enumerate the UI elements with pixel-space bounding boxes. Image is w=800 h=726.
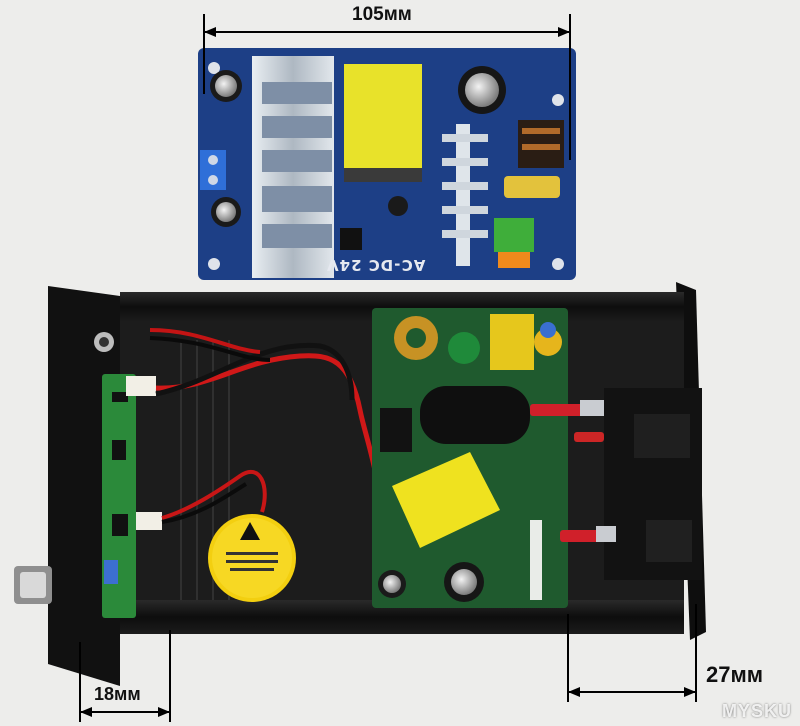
black-enclosure (14, 282, 706, 686)
mounting-hole (552, 258, 564, 270)
dimension-105mm (203, 14, 571, 160)
mounting-hole (552, 94, 564, 106)
dimension-label-top: 105мм (352, 4, 412, 25)
pcb-label (530, 520, 542, 600)
y-capacitor (534, 328, 562, 356)
mosfet (380, 408, 412, 452)
control-pcb (102, 374, 162, 618)
left-heatsink (252, 56, 334, 278)
capacitor (388, 196, 408, 216)
red-wire (161, 469, 267, 520)
crimp-terminal (560, 530, 600, 542)
terminal-levers (498, 252, 530, 268)
mounting-hole (208, 62, 220, 74)
yellow-transformer (344, 64, 422, 168)
black-wire (149, 336, 271, 362)
dimension-18mm (79, 630, 171, 722)
yellow-transformer (392, 452, 500, 548)
mounting-hole (208, 258, 220, 270)
coin-cell-battery (208, 514, 296, 602)
connector (136, 512, 162, 530)
ic-chip (340, 228, 362, 250)
watermark: MYSKU (721, 701, 792, 721)
black-wire (161, 482, 248, 524)
iec-power-inlet (604, 388, 702, 580)
green-psu-board (372, 308, 568, 608)
board-silkscreen: AC-DC 24V (326, 256, 426, 274)
x-capacitor (490, 314, 534, 370)
crimp-terminal (574, 432, 604, 442)
dimension-label-right: 27мм (706, 662, 764, 687)
black-wire (155, 342, 355, 401)
right-heatsink (442, 124, 488, 266)
film-capacitor (504, 176, 560, 198)
connector (126, 376, 156, 396)
transformer-base (344, 168, 422, 182)
dimension-27mm (567, 604, 697, 702)
inductor (448, 332, 480, 364)
red-wire (149, 328, 261, 354)
dimension-label-left: 18мм (94, 684, 141, 704)
enclosure-ridges (180, 340, 230, 600)
crimp-terminal (530, 404, 584, 416)
ac-dc-power-board (198, 48, 576, 280)
bulk-capacitor (420, 386, 530, 444)
input-terminal-block (494, 218, 534, 252)
